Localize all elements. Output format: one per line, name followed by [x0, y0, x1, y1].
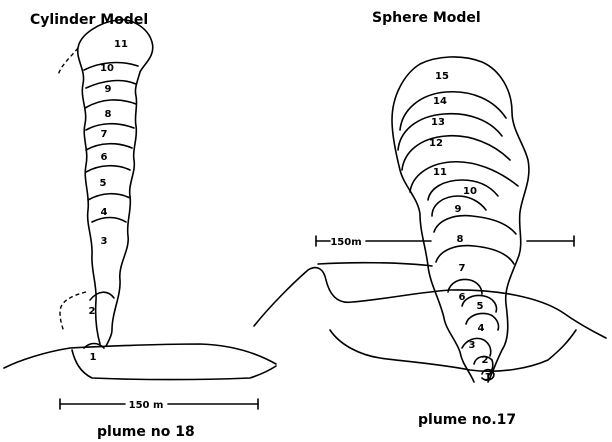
sphere-contour-label-7: 7	[459, 263, 466, 274]
sphere-caption: plume no.17	[418, 412, 516, 428]
cylinder-contour-label-2: 2	[89, 306, 96, 317]
cylinder-contour-label-11: 11	[114, 39, 128, 50]
sphere-contour-label-12: 12	[429, 138, 443, 149]
cylinder-scale-bar: 150 m	[60, 399, 258, 411]
sphere-contour-label-8: 8	[457, 234, 464, 245]
cylinder-crater-outline	[4, 344, 276, 368]
cylinder-model-panel: Cylinder Model 11 10 9 8 7 6 5 4 3 2 1	[4, 12, 276, 440]
sphere-scale-label: 150m	[330, 237, 361, 248]
sphere-contour-label-13: 13	[431, 117, 445, 128]
sphere-contour-label-2: 2	[482, 355, 489, 366]
sphere-contour-label-10: 10	[463, 186, 477, 197]
cylinder-contour-6	[86, 144, 132, 150]
cylinder-contour-label-8: 8	[105, 109, 112, 120]
cylinder-crater-floor	[72, 350, 276, 380]
cylinder-contour-label-10: 10	[100, 63, 114, 74]
sphere-model-title: Sphere Model	[372, 10, 481, 26]
sphere-contour-label-3: 3	[469, 340, 476, 351]
cylinder-plume-outline	[78, 20, 153, 346]
sphere-crater-floor	[330, 330, 576, 371]
cylinder-scale-label: 150 m	[129, 400, 164, 411]
sphere-scale-bar: 150m	[316, 236, 574, 248]
sphere-contour-label-4: 4	[478, 323, 485, 334]
sphere-contour-label-15: 15	[435, 71, 449, 82]
cylinder-dashed-edge-upper	[58, 48, 78, 76]
cylinder-model-title: Cylinder Model	[30, 12, 148, 28]
cylinder-contour-label-6: 6	[101, 152, 108, 163]
sphere-contour-label-5: 5	[477, 301, 484, 312]
sphere-contour-8	[434, 216, 516, 234]
cylinder-contour-label-5: 5	[100, 178, 107, 189]
sphere-contour-label-11: 11	[433, 167, 447, 178]
sphere-contour-13	[398, 114, 502, 150]
sphere-contour-label-6: 6	[459, 292, 466, 303]
cylinder-contour-label-7: 7	[101, 129, 108, 140]
sphere-contour-7	[436, 246, 514, 264]
cylinder-contour-3	[92, 218, 126, 223]
cylinder-contour-label-4: 4	[101, 207, 108, 218]
sphere-contour-12	[402, 136, 510, 170]
cylinder-contour-8	[85, 100, 136, 108]
cylinder-dashed-edge-lower	[60, 292, 86, 332]
cylinder-caption: plume no 18	[97, 424, 195, 440]
cylinder-contour-label-1: 1	[90, 352, 97, 363]
sphere-terrain-inner	[318, 263, 432, 266]
cylinder-contour-4	[88, 194, 130, 200]
sphere-contour-label-1: 1	[485, 372, 492, 383]
cylinder-contour-7	[86, 124, 134, 130]
sphere-model-panel: Sphere Model 150m 15	[254, 10, 606, 428]
cylinder-contour-label-9: 9	[105, 84, 112, 95]
sphere-contour-label-9: 9	[455, 204, 462, 215]
cylinder-contour-2	[90, 292, 114, 300]
sphere-contour-3	[462, 338, 491, 356]
sphere-contour-label-14: 14	[433, 96, 447, 107]
cylinder-contour-5	[86, 166, 130, 172]
cylinder-contour-label-3: 3	[101, 236, 108, 247]
